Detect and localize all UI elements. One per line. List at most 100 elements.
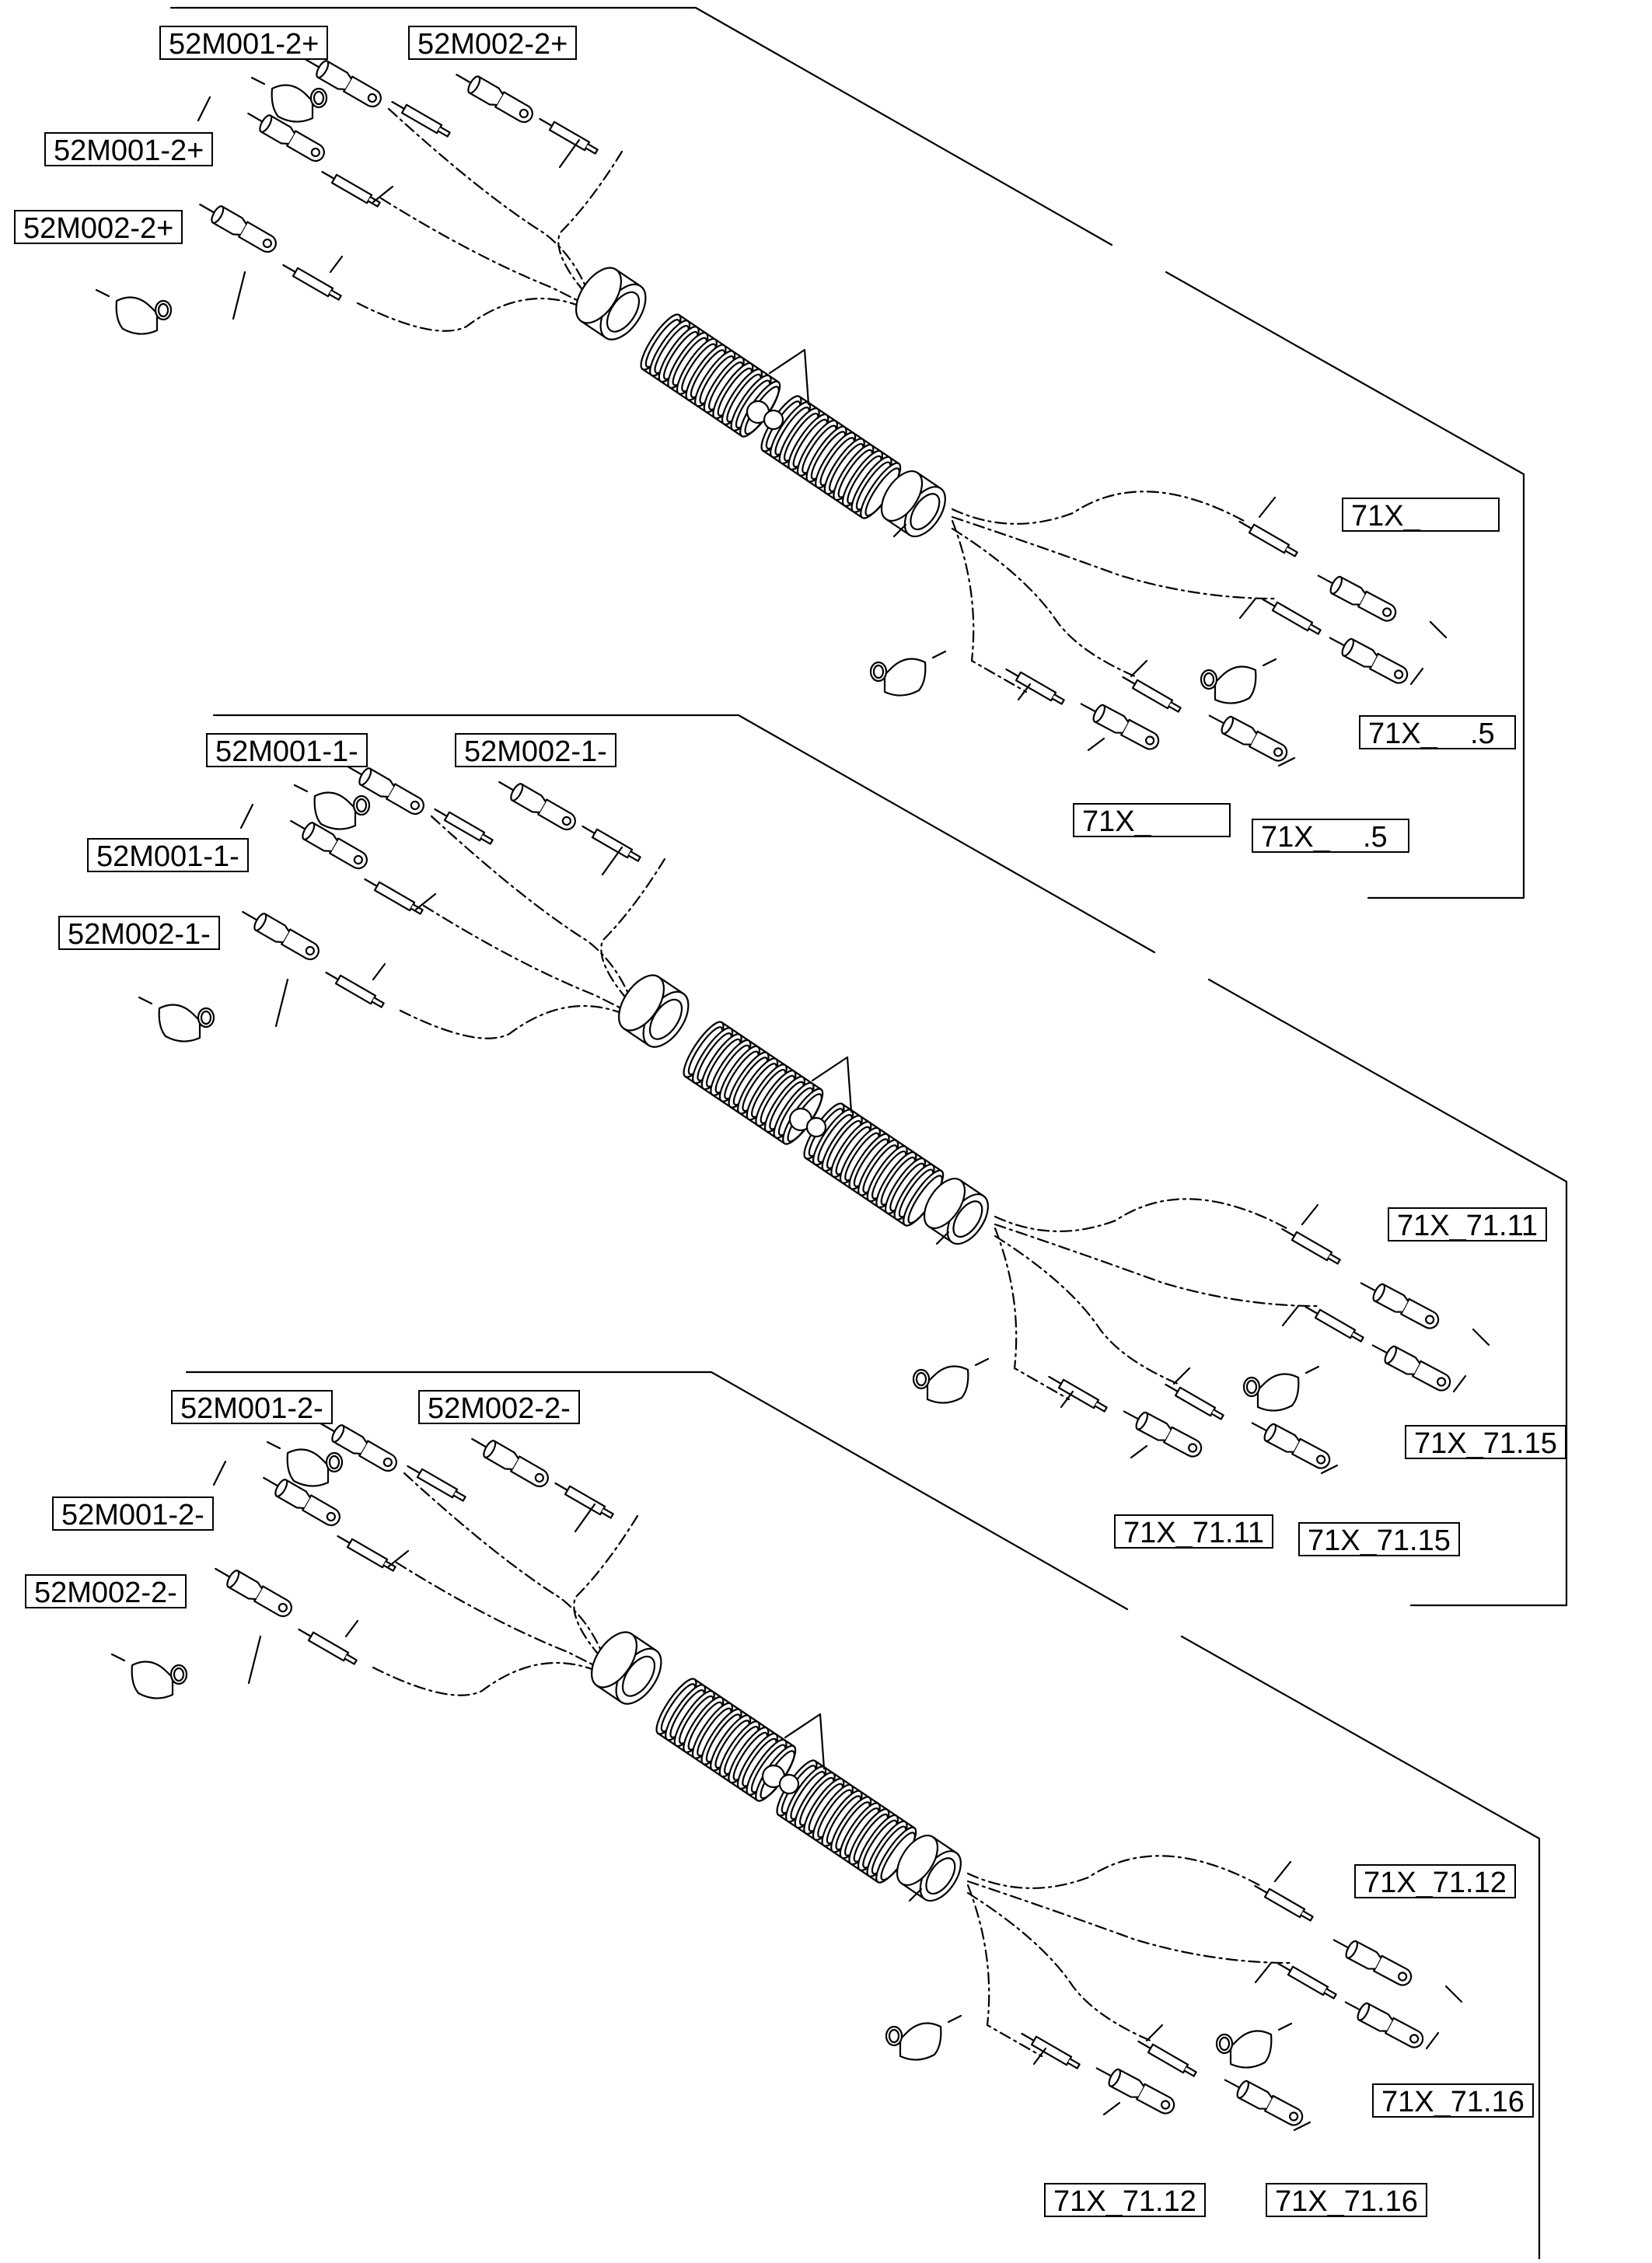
label-71x-lower: 71X_ [1073, 803, 1231, 838]
ring-terminal-lug [1095, 2067, 1175, 2115]
ring-terminal-lug [199, 203, 277, 253]
cable-assembly-3 [110, 1371, 1541, 2263]
wire-right-1 [994, 1198, 1288, 1232]
wire-sleeve [1005, 668, 1065, 705]
corrugated-conduit-left [655, 1678, 797, 1802]
conduit-ring-left [591, 1631, 662, 1705]
wire-left-2 [600, 857, 666, 1008]
conduit-joint [778, 1773, 800, 1795]
conduit-ring-left [575, 267, 647, 340]
wire-left-2 [557, 150, 623, 301]
wire-right-1 [966, 1855, 1261, 1889]
wire-sleeve [1021, 2032, 1081, 2069]
conduit-ring-right [923, 1178, 989, 1245]
ring-terminal-lug [1360, 1282, 1440, 1329]
ring-terminal-lug [1123, 1410, 1203, 1458]
ring-terminal-lug [215, 1567, 292, 1618]
label-52m001-side: 52M001-2+ [44, 132, 214, 167]
wire-sleeve [554, 1482, 614, 1519]
ring-terminal-lug [263, 1476, 341, 1527]
conduit-leader [784, 1713, 826, 1770]
corrugated-conduit-right [776, 1759, 917, 1884]
wire-sleeve [298, 1628, 358, 1665]
angled-boot [95, 288, 173, 335]
label-71x-lower-15: 71X_71.15 [1298, 1522, 1460, 1557]
wire-right-2 [966, 1880, 1292, 1964]
cable-assembly-2 [138, 714, 1568, 1607]
wire-left-4 [399, 1004, 635, 1039]
ring-terminal-lug [304, 58, 382, 108]
ring-terminal-lug [1344, 2001, 1424, 2048]
wire-right-2 [951, 515, 1277, 600]
wire-sleeve [391, 100, 451, 138]
label-52m002-side: 52M002-1- [58, 916, 220, 951]
corrugated-conduit-left [640, 313, 781, 438]
wire-left-1 [430, 815, 635, 1008]
ring-terminal-lug [1317, 574, 1397, 622]
wire-right-3 [994, 1227, 1070, 1401]
label-52m001-side: 52M001-2- [52, 1496, 214, 1531]
conduit-joint [805, 1116, 827, 1138]
wire-sleeve [1304, 1305, 1364, 1343]
ring-terminal-lug [498, 781, 576, 831]
ring-terminal-lug [1371, 1344, 1451, 1392]
angled-boot [912, 1357, 990, 1404]
wire-sleeve [1262, 598, 1322, 635]
angled-boot [1242, 1365, 1320, 1412]
ring-terminal-lug [1329, 637, 1409, 684]
conduit-ring-left [618, 974, 690, 1048]
label-52m002-side: 52M002-2- [25, 1574, 187, 1609]
label-52m002-top: 52M002-2+ [408, 26, 578, 61]
ring-terminal-lug [290, 819, 368, 870]
angled-boot [1200, 658, 1277, 704]
wire-left-3 [422, 904, 635, 1016]
wire-left-1 [387, 107, 592, 301]
wire-left-3 [395, 1561, 608, 1673]
ring-terminal-lug [1332, 1939, 1413, 1986]
wire-right-1 [951, 491, 1245, 525]
conduit-leader [768, 348, 810, 406]
wire-right-4 [951, 527, 1137, 678]
angled-boot [266, 1441, 344, 1487]
wire-right-4 [966, 1891, 1152, 2042]
label-52m002-top: 52M002-1- [455, 733, 616, 768]
label-71x-upper: 71X_71.11 [1388, 1207, 1548, 1242]
label-52m001-top: 52M001-1- [206, 733, 368, 768]
conduit-ring-right [896, 1835, 962, 1902]
label-71x-lower-16: 71X_71.16 [1266, 2183, 1427, 2218]
wire-left-4 [372, 1661, 608, 1696]
ring-terminal-lug [1251, 1422, 1331, 1469]
label-71x-lower: 71X_71.11 [1114, 1514, 1274, 1549]
wire-sleeve [1281, 1228, 1341, 1265]
wire-sleeve [364, 878, 424, 915]
wire-sleeve [321, 170, 381, 208]
ring-terminal-lug [347, 765, 424, 815]
wire-sleeve [1048, 1375, 1108, 1413]
label-71x-lower-5: 71X_ .5 [1252, 819, 1409, 854]
wire-sleeve [407, 1465, 466, 1502]
label-71x-upper-5: 71X_ .5 [1359, 715, 1516, 750]
label-71x-upper: 71X_ [1342, 498, 1500, 533]
ring-terminal-lug [1080, 703, 1160, 750]
label-71x-upper-15: 71X_71.15 [1405, 1425, 1566, 1460]
wire-right-2 [994, 1223, 1319, 1308]
wire-sleeve [337, 1535, 396, 1572]
wire-left-3 [379, 197, 592, 309]
wire-sleeve [1122, 676, 1182, 713]
ring-terminal-lug [1208, 714, 1288, 762]
label-52m002-side: 52M002-2+ [14, 210, 183, 245]
cable-assembly-1 [95, 6, 1525, 899]
angled-boot [293, 784, 371, 830]
wire-sleeve [1254, 1884, 1314, 1922]
conduit-ring-right [880, 470, 946, 538]
wire-sleeve [1238, 520, 1298, 557]
wire-sleeve [1277, 1962, 1337, 1999]
wire-left-1 [403, 1472, 608, 1665]
ring-terminal-lug [242, 910, 320, 961]
wire-right-4 [994, 1235, 1179, 1385]
wire-sleeve [539, 117, 599, 155]
angled-boot [250, 76, 328, 123]
ring-terminal-lug [320, 1422, 397, 1472]
